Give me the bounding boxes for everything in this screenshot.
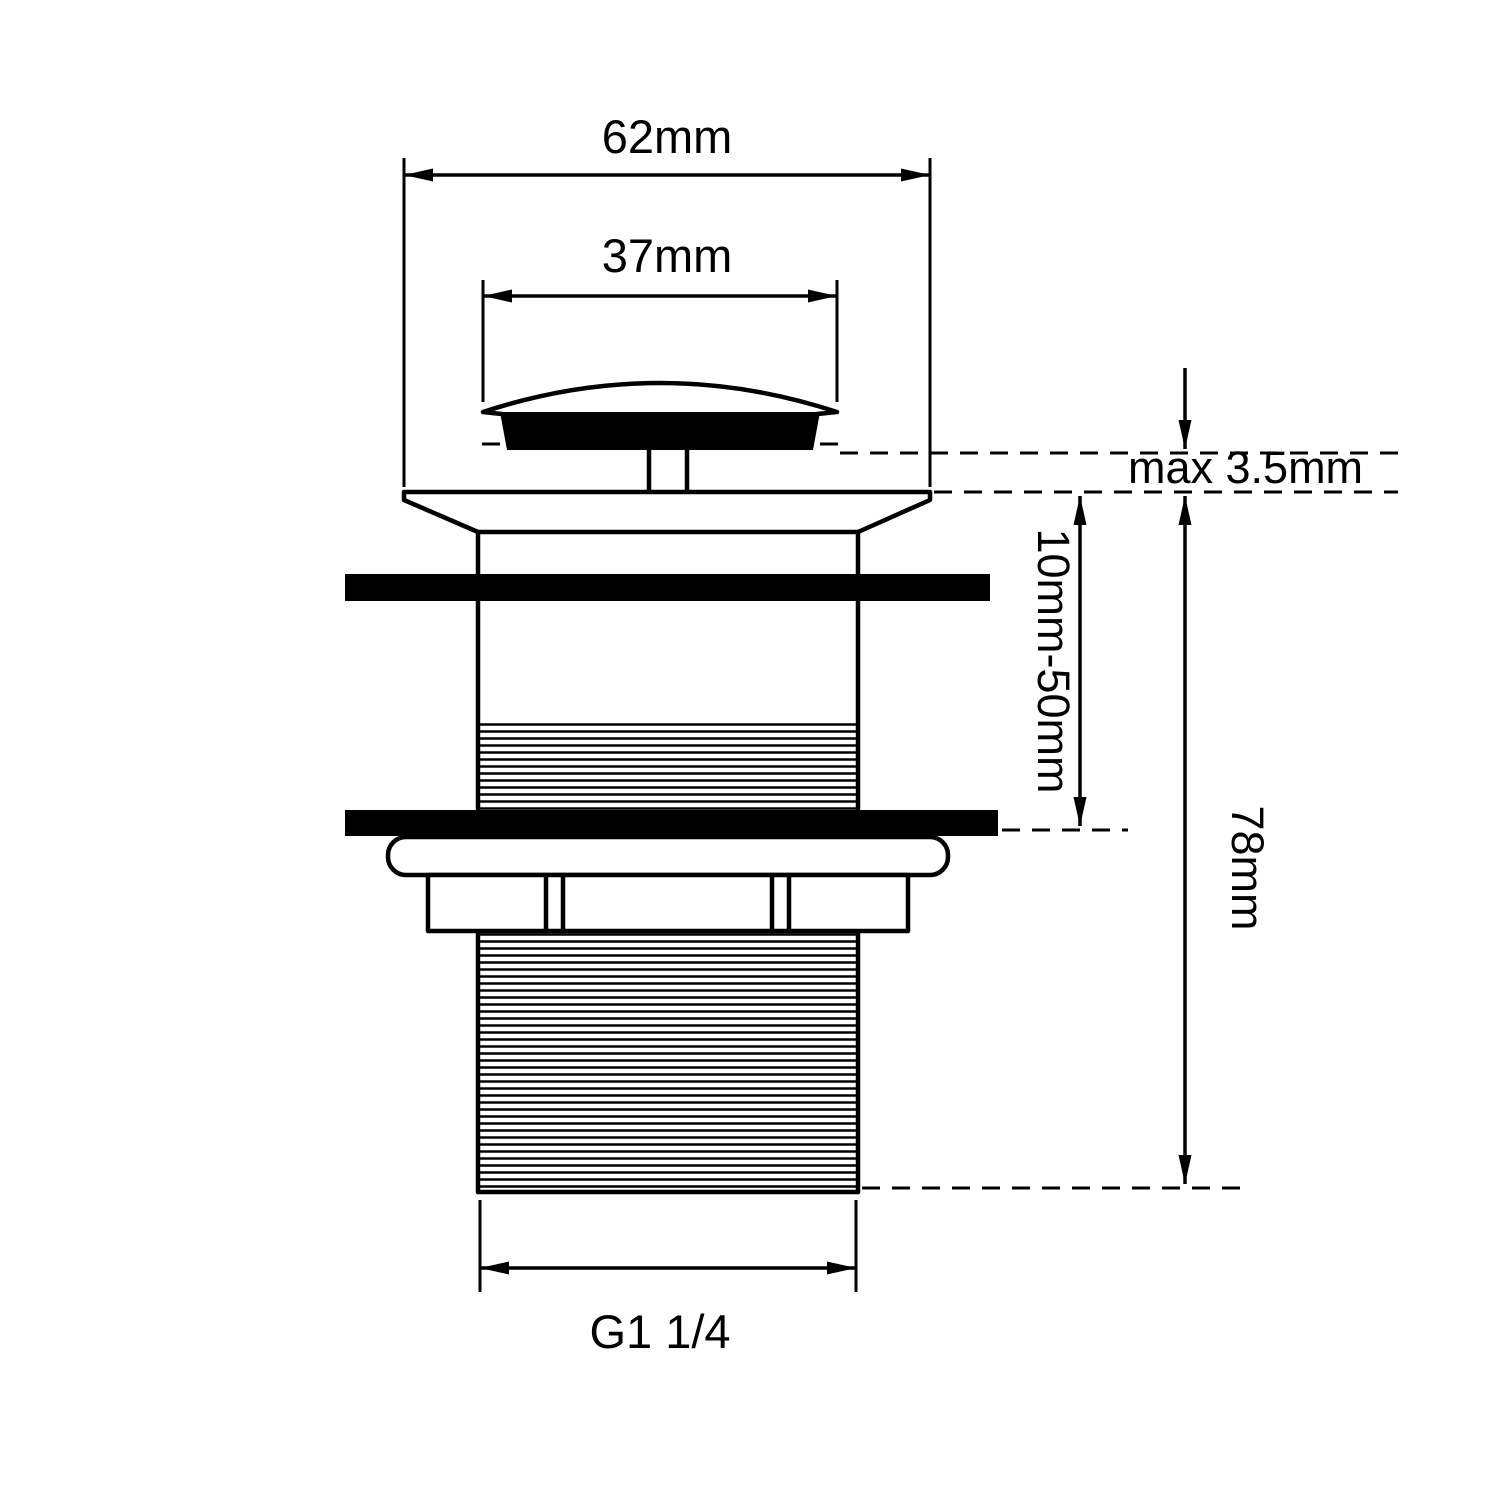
backnut	[425, 872, 911, 934]
dimension-label-37mm: 37mm	[602, 229, 733, 282]
dimension-label-max-3-5mm: max 3.5mm	[1128, 442, 1363, 493]
dimension-cap-protrusion: max 3.5mm	[840, 368, 1398, 494]
cap-band	[500, 412, 820, 450]
upper-threads	[478, 720, 858, 810]
dimension-cap-width: 37mm	[481, 229, 839, 402]
seal-bar-bottom	[345, 810, 998, 836]
drain-body	[345, 380, 998, 1195]
dimension-mounting-range: 10mm-50mm	[1002, 496, 1128, 832]
deck-bar-top	[345, 574, 990, 601]
dimension-label-10mm-50mm: 10mm-50mm	[1028, 528, 1079, 793]
dimension-top-flange-width: 62mm	[402, 110, 932, 487]
top-flange	[401, 489, 933, 535]
dimension-label-78mm: 78mm	[1222, 805, 1273, 930]
washer	[385, 834, 951, 878]
dimension-label-62mm: 62mm	[602, 110, 733, 163]
lower-threads	[478, 930, 858, 1192]
dimension-thread-size: G1 1/4	[478, 1200, 858, 1358]
dimension-thread-length: 78mm	[862, 496, 1273, 1190]
dimension-label-g1-1-4: G1 1/4	[589, 1305, 730, 1358]
